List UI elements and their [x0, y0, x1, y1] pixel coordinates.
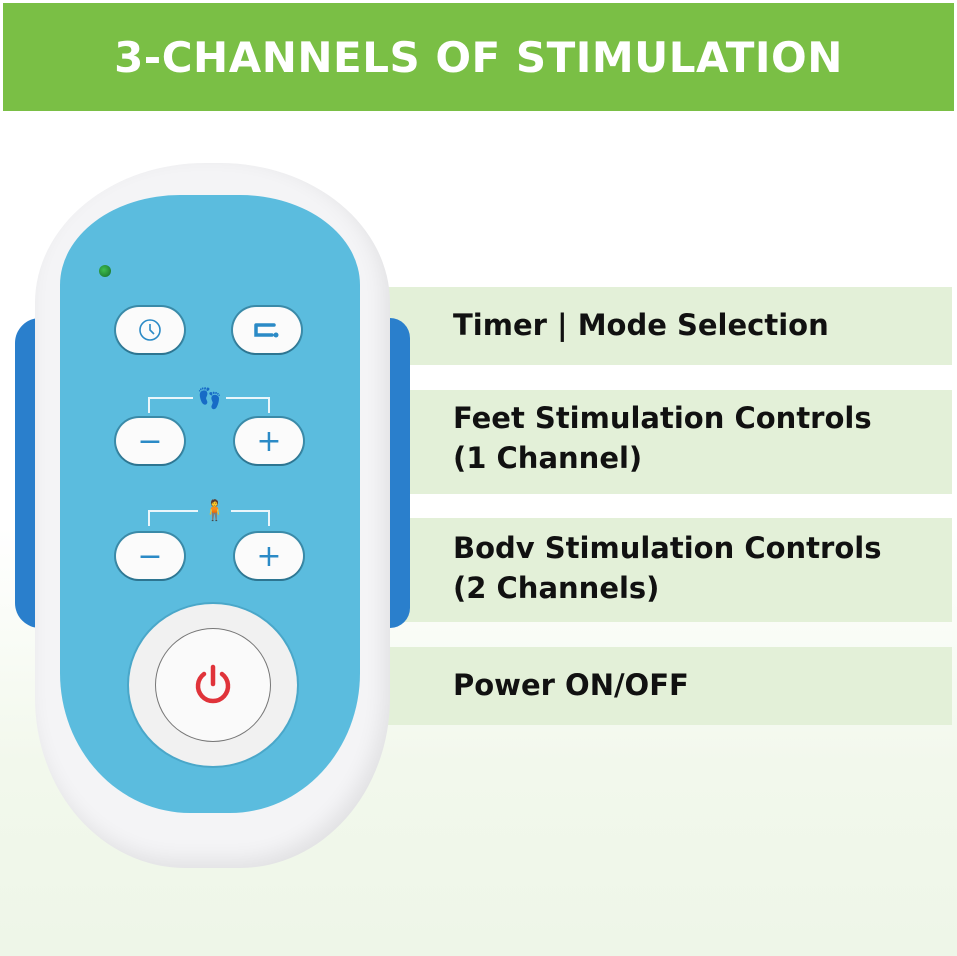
status-led [99, 265, 111, 277]
feature-label: Power ON/OFF [453, 668, 689, 702]
feet-plus-button[interactable]: + [235, 418, 303, 464]
feet-icon: 👣 [193, 386, 226, 411]
page-title: 3-CHANNELS OF STIMULATION [114, 32, 843, 82]
feature-band-body: Bodv Stimulation Controls (2 Channels) [380, 518, 952, 622]
body-plus-button[interactable]: + [235, 533, 303, 579]
feature-band-timer-mode: Timer | Mode Selection [380, 287, 952, 365]
feature-band-feet: Feet Stimulation Controls (1 Channel) [380, 390, 952, 494]
plus-icon: + [256, 538, 282, 574]
title-banner: 3-CHANNELS OF STIMULATION [3, 3, 954, 111]
feature-label: Feet Stimulation Controls (1 Channel) [453, 401, 872, 475]
power-icon [195, 664, 231, 704]
minus-icon: − [137, 423, 163, 459]
timer-button[interactable] [116, 307, 184, 353]
feature-label: Timer | Mode Selection [453, 308, 829, 342]
mode-button[interactable] [233, 307, 301, 353]
plus-icon: + [256, 423, 282, 459]
feature-label: Bodv Stimulation Controls (2 Channels) [453, 531, 882, 605]
feature-band-power: Power ON/OFF [380, 647, 952, 725]
minus-icon: − [137, 538, 163, 574]
clock-icon [139, 319, 161, 341]
body-icon: 🧍 [198, 498, 231, 523]
body-minus-button[interactable]: − [116, 533, 184, 579]
power-button[interactable] [155, 628, 271, 742]
mode-icon [254, 323, 279, 338]
feet-minus-button[interactable]: − [116, 418, 184, 464]
